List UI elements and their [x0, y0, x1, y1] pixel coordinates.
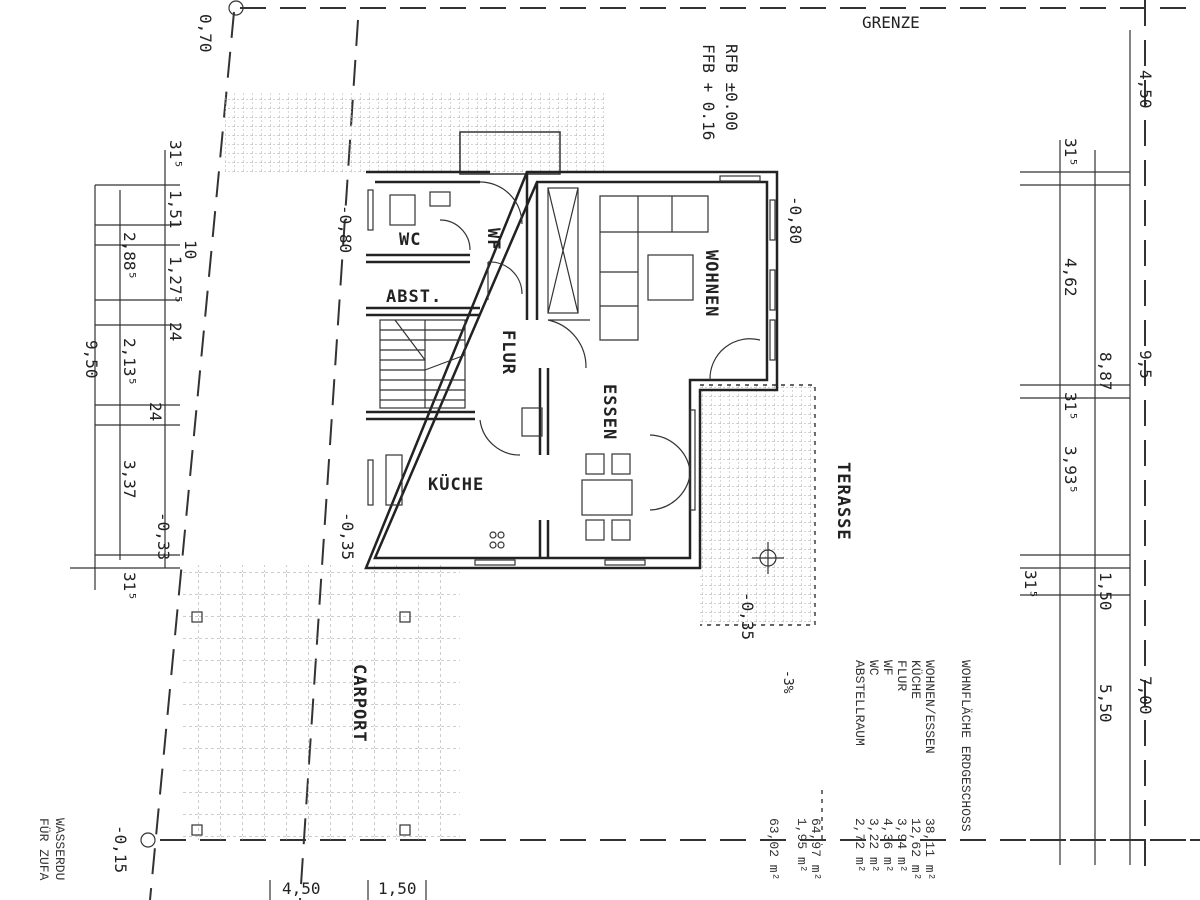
area-row-value: 2,72 m²: [852, 818, 867, 873]
dim-left-10: 10: [181, 240, 200, 259]
area-row-value: 3,94 m²: [894, 818, 909, 873]
height-035-right: -0,35: [738, 592, 757, 640]
dim-right-150: 1,50: [1096, 572, 1115, 611]
room-terasse: TERASSE: [833, 462, 853, 541]
dimension-lines-left: [70, 150, 180, 590]
room-essen: ESSEN: [599, 384, 619, 440]
level-ffb: FFB + 0.16: [699, 44, 718, 140]
area-row-name: WC: [866, 660, 881, 676]
dim-left-1275: 1,27⁵: [166, 256, 185, 304]
area-table: WOHNFLÄCHE ERDGESCHOSS WOHNEN/ESSEN 38,1…: [766, 660, 973, 880]
dim-left-2135: 2,13⁵: [120, 338, 139, 386]
boundary-marker-bottom: [140, 832, 156, 848]
room-wf: WF: [483, 228, 503, 250]
area-subtotal: 64,97 m²: [808, 818, 823, 880]
entrance-step: [459, 131, 561, 175]
area-row-name: ABSTELLRAUM: [852, 660, 867, 746]
windows: [367, 175, 776, 566]
area-row-name: KÜCHE: [908, 660, 923, 699]
room-kueche: KÜCHE: [428, 473, 484, 495]
dim-right-315c: 31⁵: [1021, 570, 1040, 599]
dim-left-950: 9,50: [82, 340, 101, 379]
area-table-title: WOHNFLÄCHE ERDGESCHOSS: [958, 660, 973, 832]
height-080-right: -0,80: [786, 196, 805, 244]
room-wohnen: WOHNEN: [701, 250, 721, 317]
paved-areas: [180, 92, 816, 840]
height-080-left: -0,80: [336, 205, 355, 253]
edge-note-line-2: FÜR ZUFA: [36, 818, 51, 881]
edge-note-line-1: WASSERDU: [52, 818, 67, 880]
height-033: -0,33: [154, 512, 173, 560]
level-rfb: RFB ±0.00: [722, 44, 741, 131]
area-deduction: 1,95 m²: [794, 818, 809, 873]
dim-left-24b: 24: [146, 402, 165, 421]
carport-posts: [191, 611, 411, 836]
area-row-value: 3,22 m²: [866, 818, 881, 873]
area-row-name: WOHNEN/ESSEN: [922, 660, 937, 754]
dim-right-462: 4,62: [1061, 258, 1080, 297]
dim-right-3935: 3,93⁵: [1061, 446, 1080, 494]
height-top-left: 0,70: [196, 14, 215, 53]
room-carport: CARPORT: [349, 664, 369, 743]
dim-right-450: 4,50: [1136, 70, 1155, 109]
dim-right-315b: 31⁵: [1061, 392, 1080, 421]
room-wc: WC: [399, 230, 421, 250]
area-total: 63,02 m²: [766, 818, 781, 880]
dim-left-24a: 24: [166, 322, 185, 341]
area-row-name: FLUR: [894, 660, 909, 691]
furniture: [385, 187, 709, 549]
dim-left-315-bottom: 31⁵: [120, 572, 139, 601]
dim-right-315a: 31⁵: [1061, 138, 1080, 167]
dim-right-700: 7,00: [1136, 676, 1155, 715]
dim-right-95: 9,5: [1136, 350, 1155, 379]
dim-right-550: 5,50: [1096, 684, 1115, 723]
area-row-value: 4,36 m²: [880, 818, 895, 873]
dim-left-2885: 2,88⁵: [120, 232, 139, 280]
dim-left-315-top: 31⁵: [166, 140, 185, 169]
door-swings: [439, 181, 761, 511]
dim-right-887: 8,87: [1096, 352, 1115, 391]
staircase: [379, 319, 466, 409]
boundary-marker-top: [228, 0, 244, 16]
area-row-value: 12,62 m²: [908, 818, 923, 880]
dim-bottom-450: 4,50: [282, 879, 321, 898]
dimension-lines-right: [1020, 30, 1131, 865]
area-row-value: 38,11 m²: [922, 818, 937, 880]
room-abst: ABST.: [386, 287, 442, 307]
boundary-label: GRENZE: [862, 13, 920, 32]
slope-label: -3%: [780, 670, 795, 694]
level-marker: [752, 542, 784, 574]
dim-left-151: 1,51: [166, 190, 185, 229]
height-035-left: -0,35: [338, 512, 357, 560]
room-flur: FLUR: [498, 330, 518, 375]
dim-bottom-150: 1,50: [378, 879, 417, 898]
carport-paving: [180, 565, 460, 840]
building-walls: [364, 170, 779, 570]
area-row-name: WF: [880, 660, 895, 676]
height-015: -0,15: [111, 825, 130, 873]
dim-left-337: 3,37: [120, 460, 139, 499]
